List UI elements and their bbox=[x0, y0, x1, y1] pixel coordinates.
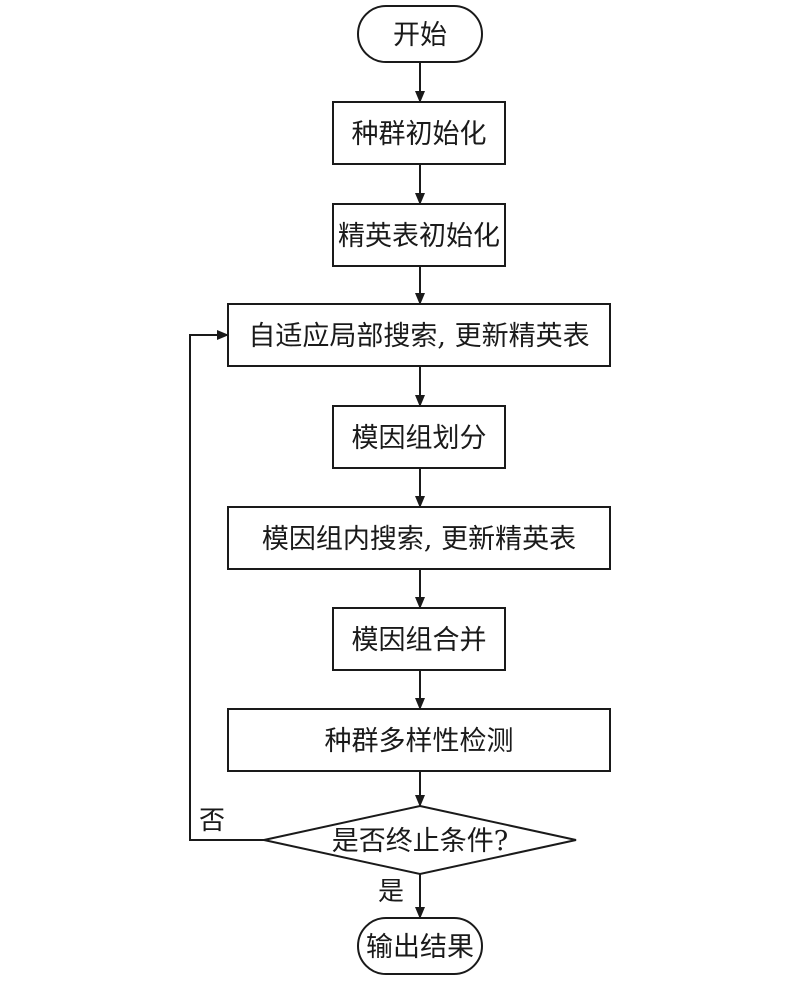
loop-back-line bbox=[189, 330, 264, 841]
meme-partition-box bbox=[332, 405, 506, 469]
yes-label: 是 bbox=[378, 877, 404, 907]
meme-merge-box bbox=[332, 607, 506, 671]
meme-search-box bbox=[227, 506, 611, 570]
meme-search-label: 模因组内搜索, 更新精英表 bbox=[262, 524, 576, 555]
diversity-check-box bbox=[227, 708, 611, 772]
output-terminal bbox=[357, 917, 483, 975]
init-population-label: 种群初始化 bbox=[352, 119, 487, 150]
init-elite-label: 精英表初始化 bbox=[338, 221, 500, 252]
meme-merge-label: 模因组合并 bbox=[352, 625, 487, 656]
output-label: 输出结果 bbox=[366, 932, 474, 963]
init-population-box bbox=[332, 101, 506, 165]
meme-partition-label: 模因组划分 bbox=[352, 423, 487, 454]
no-label: 否 bbox=[199, 806, 225, 836]
adaptive-search-box bbox=[227, 303, 611, 367]
start-label: 开始 bbox=[393, 20, 447, 51]
decision-label: 是否终止条件? bbox=[332, 826, 508, 857]
adaptive-search-label: 自适应局部搜索, 更新精英表 bbox=[248, 321, 589, 352]
diversity-check-label: 种群多样性检测 bbox=[325, 726, 514, 757]
